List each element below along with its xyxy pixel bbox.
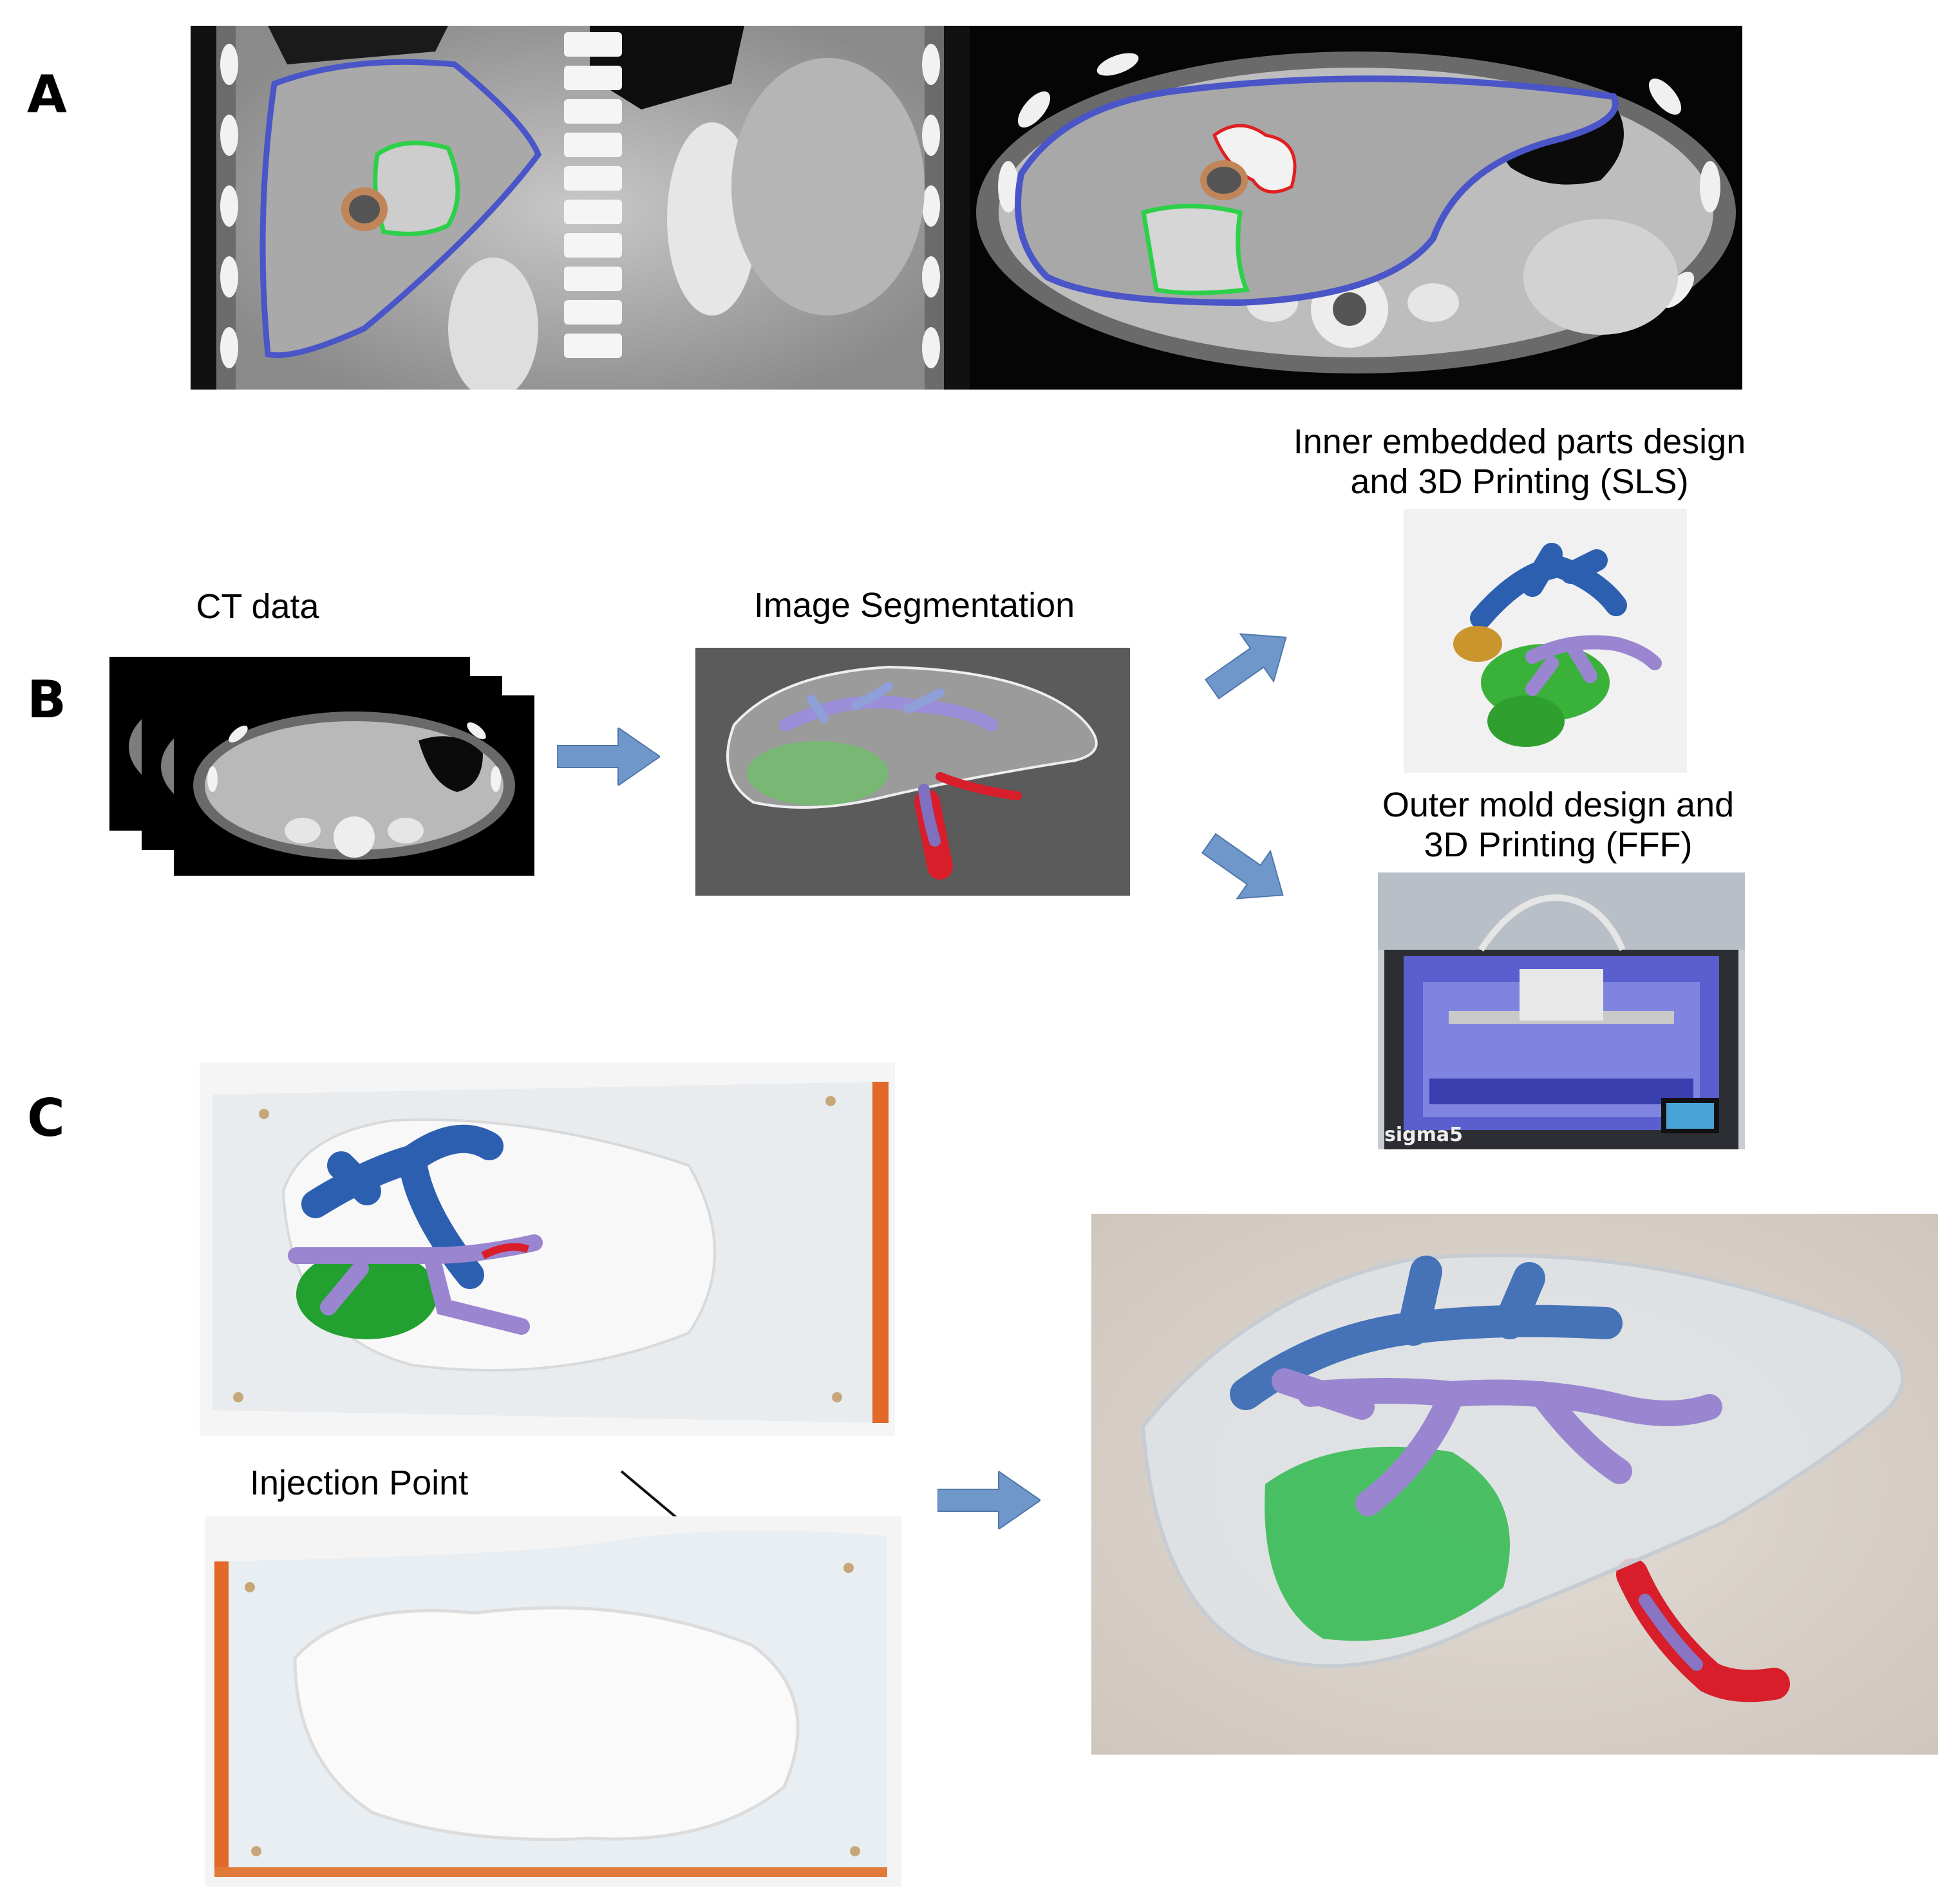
arrow-to-outer-mold	[1198, 831, 1294, 908]
printer-brand-label: sigma5	[1384, 1124, 1463, 1146]
image-segmentation-label: Image Segmentation	[753, 586, 1075, 625]
arrow-to-inner-parts	[1201, 625, 1297, 702]
panel-letter-b: B	[27, 670, 66, 730]
injection-point-label: Injection Point	[250, 1464, 469, 1502]
ct-data-label: CT data	[196, 587, 319, 626]
panel-letter-a: A	[27, 64, 67, 124]
inner-parts-label-line1: Inner embedded parts design	[1293, 422, 1746, 461]
outer-mold-label-line1: Outer mold design and	[1382, 786, 1735, 824]
arrow-to-segmentation	[557, 728, 660, 786]
mold-with-parts-photo	[200, 1062, 895, 1436]
inner-parts-photo	[1404, 509, 1687, 773]
ct-data-stack	[109, 657, 534, 876]
outer-mold-label-line2: 3D Printing (FFF)	[1424, 825, 1693, 864]
ct-coronal-image	[191, 26, 970, 390]
inner-parts-label-line2: and 3D Printing (SLS)	[1350, 462, 1689, 501]
segmentation-render	[695, 648, 1130, 896]
printer-photo: sigma5	[1378, 872, 1745, 1149]
ct-axial-image	[970, 26, 1742, 390]
final-liver-model-photo	[1091, 1214, 1938, 1755]
arrow-to-final-model	[937, 1471, 1040, 1529]
empty-mold-photo	[205, 1516, 901, 1887]
panel-letter-c: C	[27, 1088, 65, 1148]
